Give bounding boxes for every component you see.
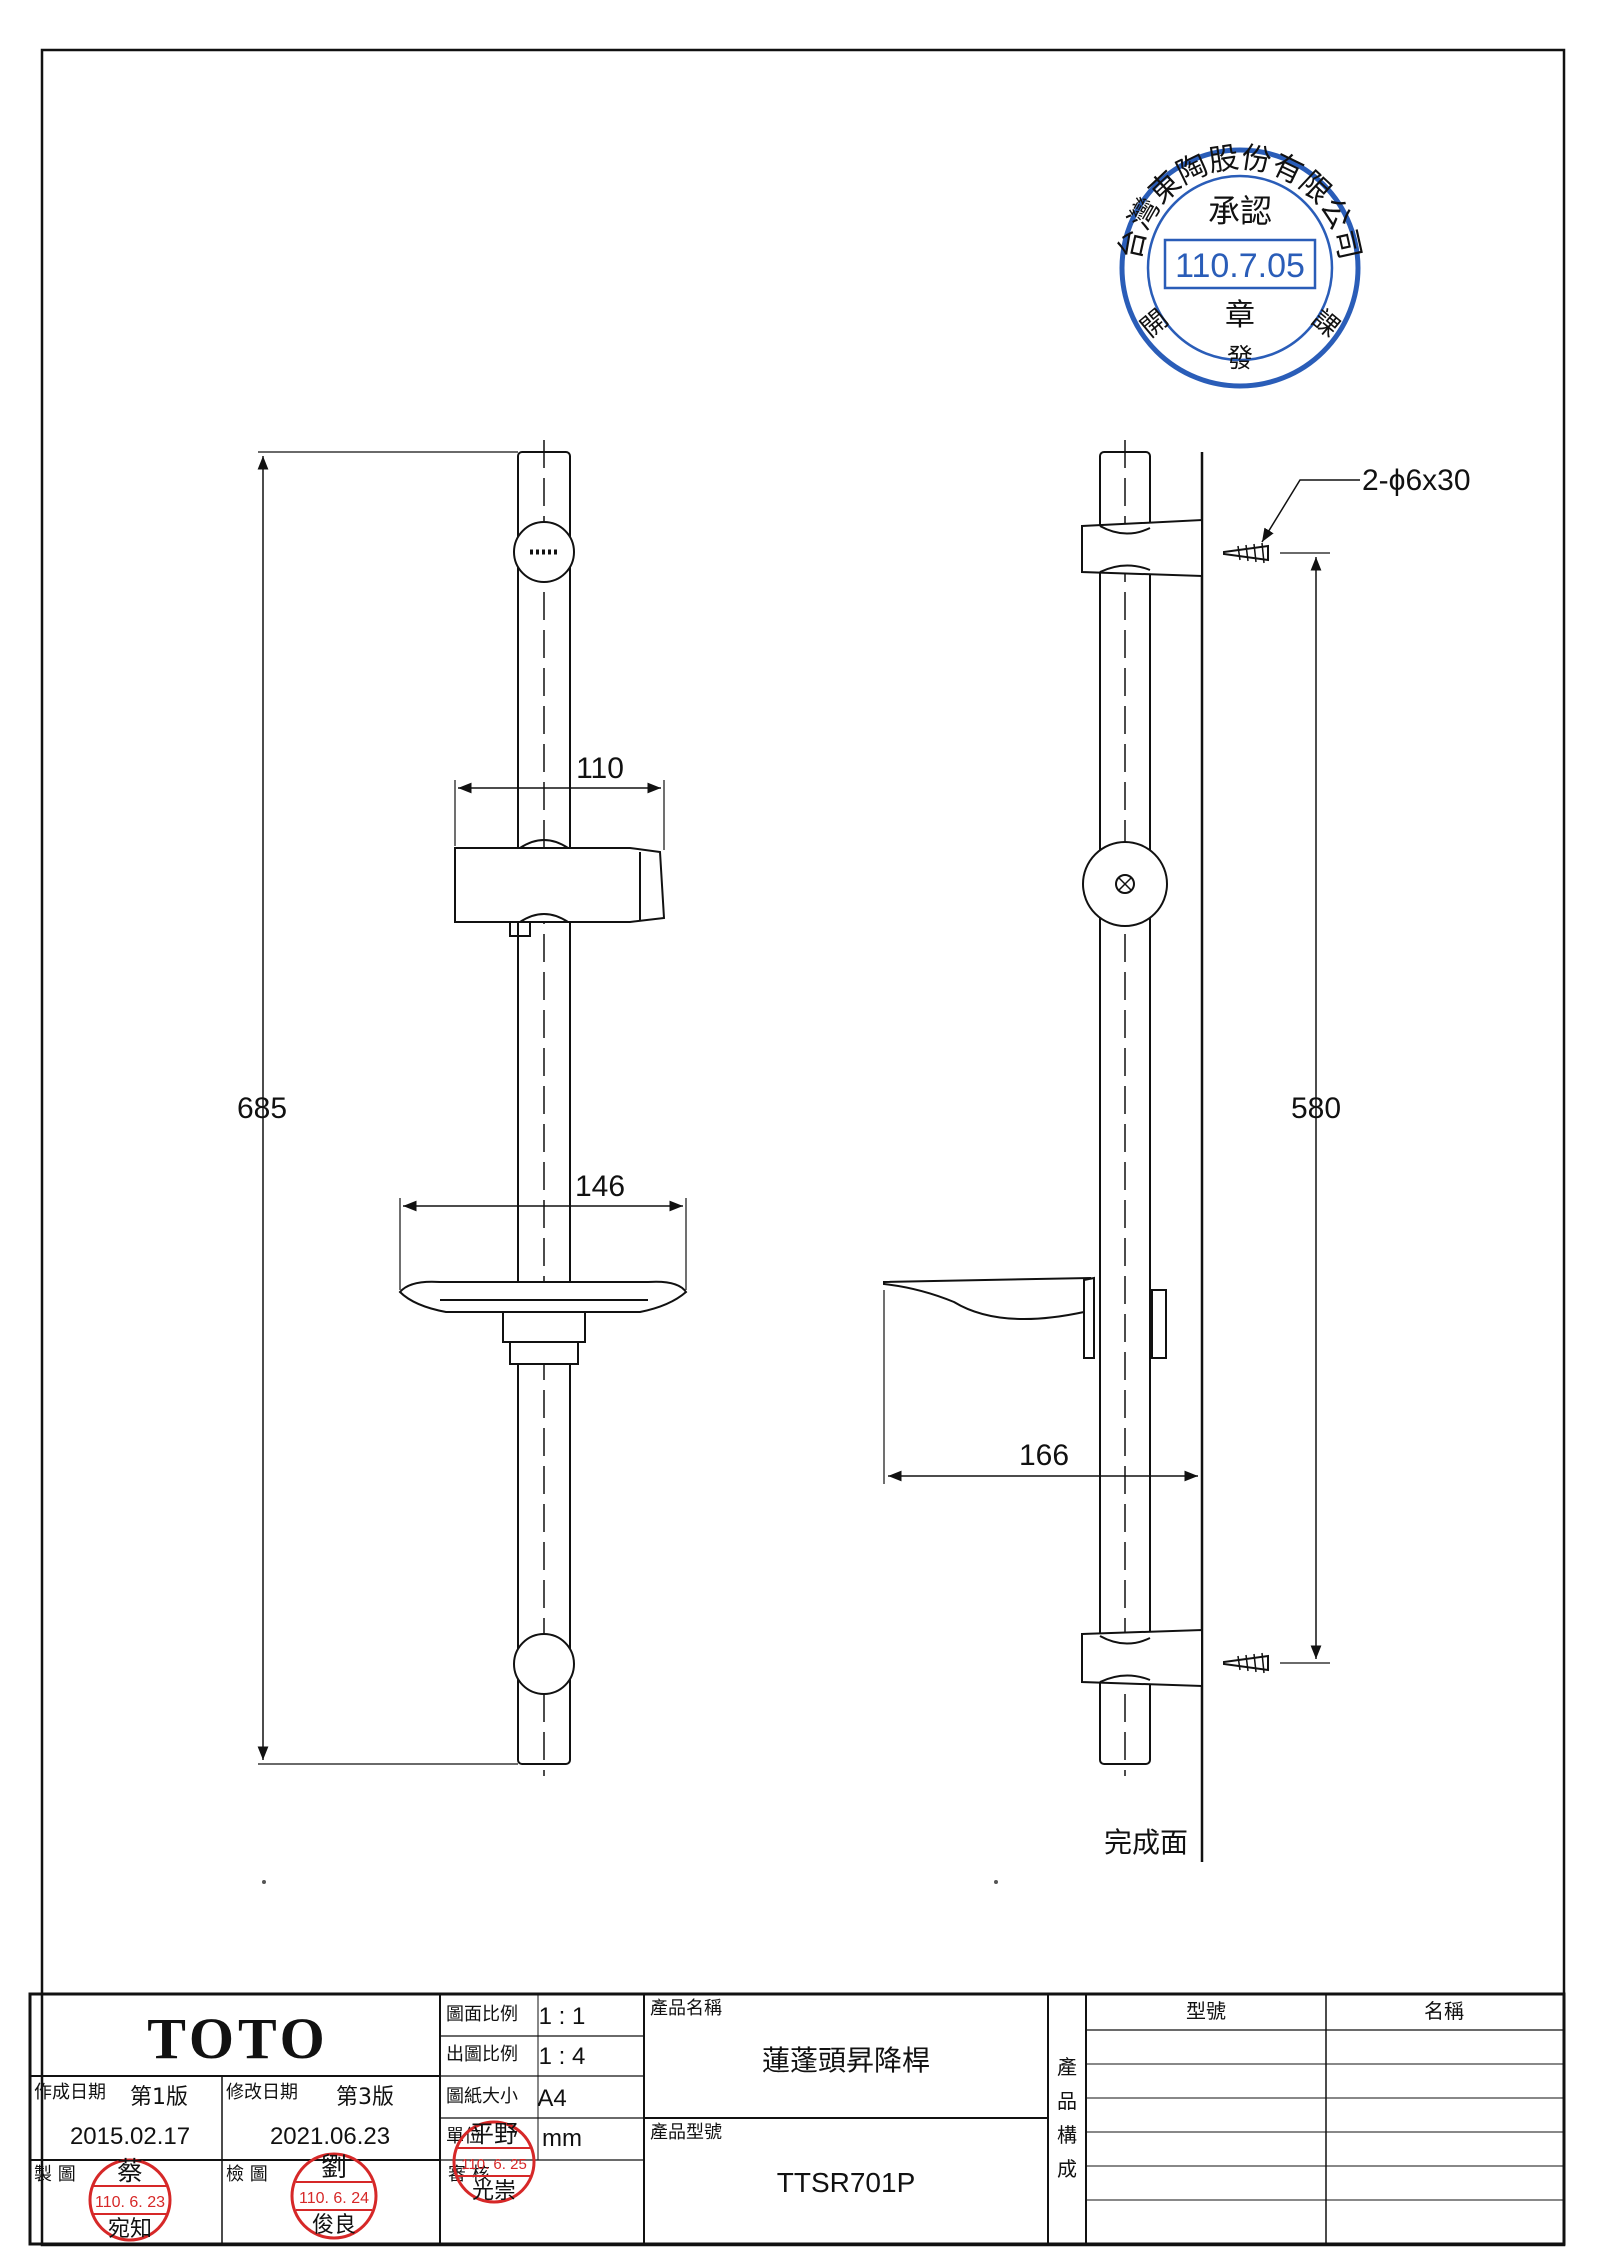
stamp-seal: 章 [1225,298,1255,333]
scale-label: 圖面比例 [446,2004,518,2025]
stamp-approval: 承認 [1208,192,1272,230]
brand-logo: TOTO [147,2006,329,2071]
composition-char-1: 產 [1057,2055,1077,2079]
revised-version: 第3版 [336,2085,394,2110]
front-soap-dish [398,1280,688,1365]
screw-spec: 2-ϕ6x30 [1362,464,1471,497]
dim-holder-width: 110 [576,752,624,785]
approved-stamp-name-bottom: 光崇 [472,2179,516,2204]
drawn-stamp-name-bottom: 宛知 [108,2217,152,2242]
created-label: 作成日期 [34,2082,106,2103]
col-model-header: 型號 [1186,1999,1226,2023]
created-date: 2015.02.17 [70,2123,190,2150]
side-view [883,440,1360,1862]
paper-label: 圖紙大小 [446,2086,518,2107]
stamp-dept-left: 開 [1135,304,1174,344]
side-upper-bracket [1081,518,1203,578]
checked-stamp-name-top: 劉 [321,2153,347,2183]
dim-dish-depth: 166 [1019,1439,1069,1472]
product-name-label: 產品名稱 [650,1998,722,2019]
print-scale-label: 出圖比例 [446,2044,518,2065]
approved-stamp: 平野 110. 6. 25 光崇 [452,2120,536,2204]
drawn-stamp: 蔡 110. 6. 23 宛知 [88,2157,172,2242]
dim-mount-spacing: 580 [1291,1092,1341,1125]
dim-total-height: 685 [237,1092,287,1125]
revised-label: 修改日期 [226,2082,298,2103]
paper-value: A4 [537,2085,566,2112]
front-lower-bracket [513,1633,575,1695]
product-model-label: 產品型號 [650,2122,722,2143]
drawn-stamp-name-top: 蔡 [117,2157,143,2187]
stamp-dept-bottom: 發 [1227,344,1253,374]
side-lower-bracket [1081,1628,1203,1688]
screw-upper [1223,542,1269,564]
dim-dish-width: 146 [575,1170,625,1203]
approved-stamp-name-top: 平野 [470,2120,518,2148]
drawn-label: 製 圖 [34,2164,76,2185]
checked-label: 檢 圖 [226,2164,268,2185]
revised-date: 2021.06.23 [270,2123,390,2150]
checked-stamp-date: 110. 6. 24 [299,2190,369,2207]
stamp-dept-right: 課 [1306,304,1345,344]
created-version: 第1版 [130,2085,188,2110]
composition-char-2: 品 [1057,2089,1077,2113]
side-soap-dish [883,1276,1167,1359]
unit-value: mm [542,2125,582,2152]
checked-stamp-name-bottom: 俊良 [312,2213,356,2238]
col-name-header: 名稱 [1424,1999,1464,2023]
checked-stamp: 劉 110. 6. 24 俊良 [290,2152,378,2240]
product-name: 蓮蓬頭昇降桿 [762,2044,930,2077]
composition-char-4: 成 [1057,2157,1077,2181]
composition-char-3: 構 [1057,2123,1077,2147]
stamp-date: 110.7.05 [1175,247,1305,285]
drawn-stamp-date: 110. 6. 23 [95,2194,165,2211]
approval-stamp: 台灣東陶股份有限公司 承認 110.7.05 章 開 課 發 [1113,140,1367,389]
print-scale-value: 1 : 4 [539,2043,586,2070]
scale-value: 1 : 1 [539,2003,586,2030]
front-slide-holder [454,839,666,937]
front-view [257,440,688,1776]
approved-stamp-date: 110. 6. 25 [461,2156,527,2173]
drawing-border [40,48,1566,2247]
screw-lower [1223,1652,1269,1674]
finish-surface-label: 完成面 [1104,1826,1188,1859]
title-block [28,1992,1566,2246]
product-model: TTSR701P [777,2167,916,2198]
